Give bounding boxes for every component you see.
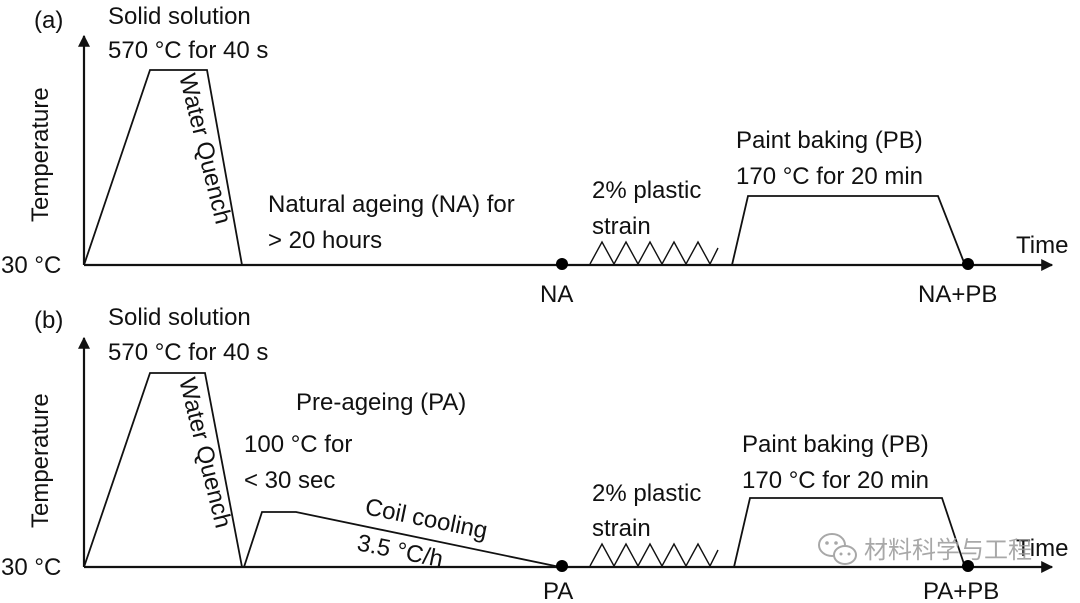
panel-a-y-axis-label: Temperature	[27, 87, 54, 222]
panel-b-y-axis-label: Temperature	[27, 393, 54, 528]
panel-a-tag: (a)	[34, 7, 63, 34]
panel-a-na-title: Natural ageing (NA) for	[268, 191, 515, 218]
panel-a-na-pb-point-label: NA+PB	[918, 281, 997, 308]
panel-b-pa-duration: < 30 sec	[244, 467, 335, 494]
panel-a-na-point	[556, 258, 568, 270]
watermark: 材料科学与工程	[818, 533, 1032, 565]
panel-b-time-label: Time	[1016, 535, 1068, 562]
panel-b-strain-subtitle: strain	[592, 515, 651, 542]
panel-b-solution-title: Solid solution	[108, 304, 251, 331]
panel-a-strain-zigzag	[589, 240, 719, 266]
panel-a-pb-condition: 170 °C for 20 min	[736, 163, 923, 190]
panel-a-start-temp: 30 °C	[1, 252, 61, 279]
panel-b-pb-title: Paint baking (PB)	[742, 431, 929, 458]
panel-b-pb-profile	[733, 497, 966, 568]
panel-a-solution-title: Solid solution	[108, 3, 251, 30]
panel-b-pa-condition: 100 °C for	[244, 431, 352, 458]
watermark-text: 材料科学与工程	[864, 536, 1032, 564]
panel-a-time-label: Time	[1016, 232, 1068, 259]
panel-b-solution-profile	[83, 372, 243, 568]
panel-a-na-duration: > 20 hours	[268, 227, 382, 254]
panel-b-quench-label: Water Quench	[173, 375, 236, 531]
panel-a-quench-label: Water Quench	[173, 71, 236, 227]
panel-a-pb-title: Paint baking (PB)	[736, 127, 923, 154]
panel-a-solution-condition: 570 °C for 40 s	[108, 37, 268, 64]
panel-a-na-point-label: NA	[540, 281, 573, 308]
panel-b-pa-point	[556, 560, 568, 572]
panel-b-pb-condition: 170 °C for 20 min	[742, 467, 929, 494]
panel-b-solution-condition: 570 °C for 40 s	[108, 339, 268, 366]
panel-b-pa-point-label: PA	[543, 578, 573, 603]
panel-b-pa-pb-point	[962, 560, 974, 572]
panel-b-strain-zigzag	[589, 542, 719, 568]
panel-a-solution-profile	[83, 69, 243, 266]
panel-a: (a) Solid solution 570 °C for 40 s Tempe…	[1, 3, 1068, 308]
panel-b-tag: (b)	[34, 307, 63, 334]
wechat-icon	[818, 533, 857, 565]
panel-b-pa-pb-point-label: PA+PB	[923, 578, 999, 603]
panel-b-start-temp: 30 °C	[1, 554, 61, 581]
panel-a-strain-subtitle: strain	[592, 213, 651, 240]
panel-a-na-pb-point	[962, 258, 974, 270]
panel-a-strain-title: 2% plastic	[592, 177, 701, 204]
panel-b-strain-title: 2% plastic	[592, 480, 701, 507]
panel-b-pa-profile	[243, 511, 561, 568]
panel-a-pb-profile	[731, 195, 966, 266]
panel-b-pa-title: Pre-ageing (PA)	[296, 389, 466, 416]
